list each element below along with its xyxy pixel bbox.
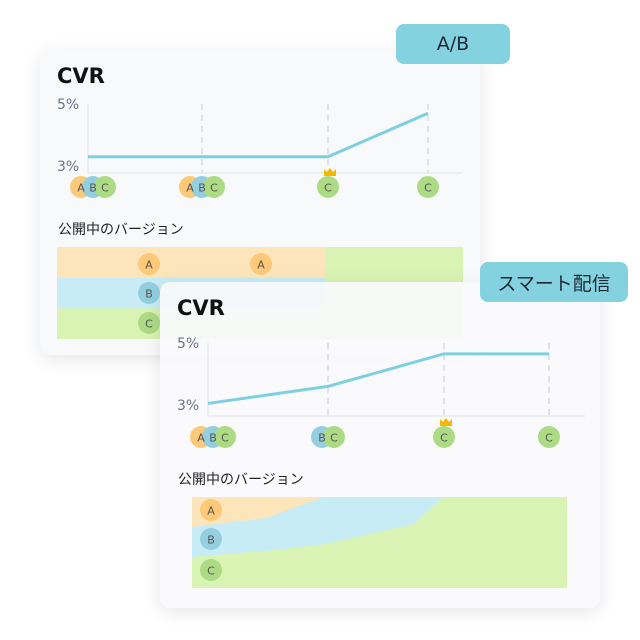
section-label: 公開中のバージョン xyxy=(58,222,184,238)
chart-title: CVR xyxy=(177,296,225,320)
cvr-line xyxy=(88,111,429,159)
y-label-top: 5% xyxy=(177,336,199,352)
version-badge-label: B xyxy=(209,432,217,445)
version-badge-label: A xyxy=(145,259,153,272)
version-badge-c xyxy=(203,176,225,198)
version-badge-label: C xyxy=(221,432,229,445)
version-badge-c xyxy=(433,426,455,448)
version-badge-c xyxy=(200,559,222,581)
version-badge-label: A xyxy=(186,182,194,195)
version-badge-c xyxy=(214,426,236,448)
version-badge-c xyxy=(317,176,339,198)
version-badge-label: B xyxy=(318,432,326,445)
version-badge-label: B xyxy=(145,288,153,301)
version-badge-b xyxy=(138,282,160,304)
y-label-bottom: 3% xyxy=(177,398,199,414)
version-badge-label: C xyxy=(207,565,215,578)
crown-icon xyxy=(440,418,452,426)
version-area-b xyxy=(192,497,567,558)
version-badge-label: A xyxy=(207,505,215,518)
version-badge-label: C xyxy=(440,432,448,445)
y-label-bottom: 3% xyxy=(57,159,79,175)
version-badge-c xyxy=(138,312,160,334)
version-badge-label: C xyxy=(324,182,332,195)
version-badge-a xyxy=(200,499,222,521)
version-badge-label: B xyxy=(89,182,97,195)
version-badge-c xyxy=(323,426,345,448)
version-badge-label: C xyxy=(545,432,553,445)
y-label-top: 5% xyxy=(57,97,79,113)
version-badge-label: C xyxy=(330,432,338,445)
version-badge-label: A xyxy=(257,259,265,272)
chart-title: CVR xyxy=(57,64,105,88)
version-badge-c xyxy=(94,176,116,198)
cvr-line xyxy=(207,352,549,405)
version-badge-label: C xyxy=(101,182,109,195)
version-badge-a xyxy=(138,253,160,275)
version-badge-a xyxy=(250,253,272,275)
crown-icon xyxy=(324,168,336,176)
version-badge-label: C xyxy=(210,182,218,195)
version-area-a xyxy=(192,497,567,528)
ab-test-tag: A/B xyxy=(396,24,510,64)
version-badge-label: A xyxy=(197,432,205,445)
version-badge-label: C xyxy=(424,182,432,195)
version-badge-c xyxy=(538,426,560,448)
section-label: 公開中のバージョン xyxy=(178,472,304,488)
smart-delivery-tag: スマート配信 xyxy=(480,262,628,302)
version-badge-label: C xyxy=(145,318,153,331)
version-badge-label: B xyxy=(198,182,206,195)
version-badge-b xyxy=(200,528,222,550)
version-badge-label: B xyxy=(207,534,215,547)
version-badge-label: A xyxy=(77,182,85,195)
version-badge-c xyxy=(417,176,439,198)
